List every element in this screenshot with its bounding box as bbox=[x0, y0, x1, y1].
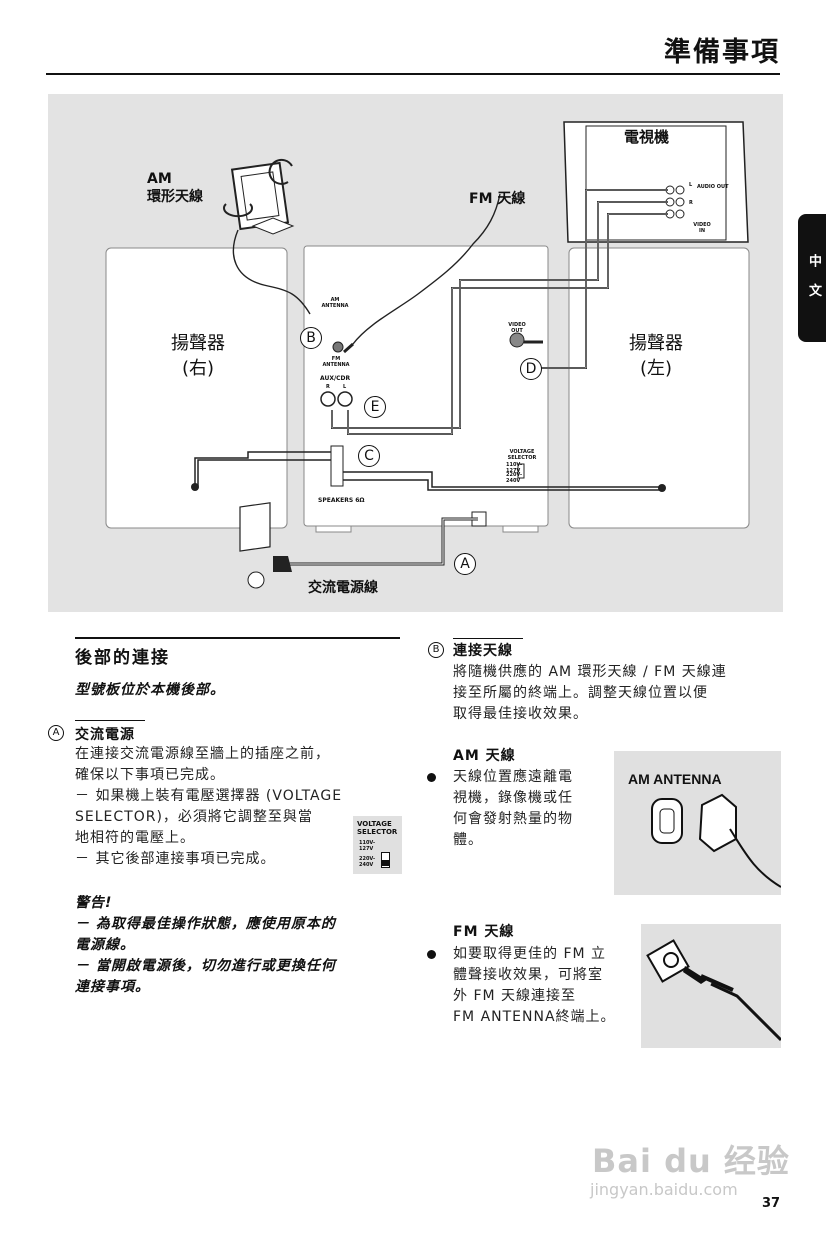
fm-inset-drawing bbox=[646, 939, 781, 1042]
b-title-rule bbox=[453, 638, 523, 639]
am-inset-drawing bbox=[651, 793, 781, 888]
section-rule bbox=[75, 637, 400, 639]
fm-bullet bbox=[427, 950, 436, 959]
am-text-line: 何會發射熱量的物 bbox=[453, 811, 573, 827]
warning-title: 警告! bbox=[75, 895, 113, 911]
fm-title: FM 天線 bbox=[453, 924, 515, 940]
a-text-line: － 如果機上裝有電壓選擇器 (VOLTAGE bbox=[75, 788, 343, 804]
fm-text: 如要取得更佳的 FM 立 體聲接收效果，可將室 外 FM 天線連接至 FM AN… bbox=[453, 944, 638, 1028]
b-text-line: 將隨機供應的 AM 環形天線 / FM 天線連 bbox=[453, 664, 727, 680]
ac-cord-label: 交流電源線 bbox=[308, 580, 378, 596]
am-text: 天線位置應遠離電 視機，錄像機或任 何會發射熱量的物 體。 bbox=[453, 767, 603, 851]
tv-video-in: VIDEO IN bbox=[693, 222, 711, 234]
marker-c: C bbox=[358, 445, 380, 467]
page-number: 37 bbox=[762, 1196, 781, 1211]
tv-audio-r: R bbox=[689, 200, 693, 206]
aux-l-label: L bbox=[343, 384, 347, 390]
watermark-url: jingyan.baidu.com bbox=[590, 1180, 738, 1199]
a-text-line: 在連接交流電源線至牆上的插座之前， bbox=[75, 746, 330, 762]
b-marker: B bbox=[428, 642, 444, 658]
marker-d: D bbox=[520, 358, 542, 380]
am-antenna-label-line2: 環形天線 bbox=[147, 189, 203, 205]
voltage-inset-220: 220V- 240V bbox=[359, 856, 376, 868]
a-text: 在連接交流電源線至牆上的插座之前， 確保以下事項已完成。 － 如果機上裝有電壓選… bbox=[75, 744, 395, 870]
voltage-switch bbox=[381, 852, 390, 868]
b-title: 連接天線 bbox=[453, 643, 513, 659]
b-text: 將隨機供應的 AM 環形天線 / FM 天線連 接至所屬的終端上。調整天線位置以… bbox=[453, 662, 783, 725]
speaker-left-name: 揚聲器 bbox=[629, 333, 683, 354]
page-title: 準備事項 bbox=[664, 37, 780, 68]
a-text-line: 確保以下事項已完成。 bbox=[75, 767, 225, 783]
warning-line: 電源線。 bbox=[75, 937, 135, 953]
tv-label: 電視機 bbox=[624, 128, 670, 146]
fm-text-line: 外 FM 天線連接至 bbox=[453, 988, 577, 1004]
am-text-line: 天線位置應遠離電 bbox=[453, 769, 573, 785]
a-text-line: 地相符的電壓上。 bbox=[75, 830, 195, 846]
speaker-left-side: (左) bbox=[639, 358, 673, 379]
am-text-line: 體。 bbox=[453, 832, 483, 848]
voltage-inset-110: 110V- 127V bbox=[359, 840, 376, 852]
voltage-selector-label: VOLTAGE SELECTOR bbox=[507, 449, 537, 461]
warning-line: － 為取得最佳操作狀態，應使用原本的 bbox=[75, 916, 336, 932]
aux-cdr-label: AUX/CDR bbox=[320, 375, 351, 382]
fm-text-line: 體聲接收效果，可將室 bbox=[453, 967, 603, 983]
a-title: 交流電源 bbox=[75, 727, 135, 743]
fm-text-line: 如要取得更佳的 FM 立 bbox=[453, 946, 607, 962]
warning-line: 連接事項。 bbox=[75, 979, 150, 995]
marker-b: B bbox=[300, 327, 322, 349]
fm-antenna-terminal-label: FM ANTENNA bbox=[322, 356, 350, 368]
fm-text-line: FM ANTENNA終端上。 bbox=[453, 1009, 616, 1025]
am-antenna-terminal-label: AM ANTENNA bbox=[321, 297, 349, 309]
speaker-right-name: 揚聲器 bbox=[171, 333, 225, 354]
title-rule bbox=[46, 73, 780, 75]
language-tab: 中 文 bbox=[798, 214, 826, 342]
voltage-selector-inset: VOLTAGE SELECTOR 110V- 127V 220V- 240V bbox=[353, 816, 402, 874]
tv-audio-l: L bbox=[689, 182, 693, 188]
voltage-110-label: 110V- 127V bbox=[506, 462, 523, 474]
warning-line: － 當開啟電源後，切勿進行或更換任何 bbox=[75, 958, 336, 974]
a-marker: A bbox=[48, 725, 64, 741]
speaker-left-label: 揚聲器 (左) bbox=[586, 331, 726, 381]
video-out-label: VIDEO OUT bbox=[508, 322, 526, 334]
speakers-label: SPEAKERS 6Ω bbox=[318, 497, 365, 504]
a-text-line: － 其它後部連接事項已完成。 bbox=[75, 851, 276, 867]
connection-diagram: AM 環形天線 FM 天線 電視機 AUDIO OUT L R VIDEO IN… bbox=[48, 94, 783, 612]
marker-e: E bbox=[364, 396, 386, 418]
b-text-line: 取得最佳接收效果。 bbox=[453, 706, 588, 722]
warning: 警告! － 為取得最佳操作狀態，應使用原本的 電源線。 － 當開啟電源後，切勿進… bbox=[75, 893, 405, 998]
type-plate-note: 型號板位於本機後部。 bbox=[75, 682, 225, 698]
am-bullet bbox=[427, 773, 436, 782]
aux-r-label: R bbox=[326, 384, 330, 390]
am-inset-label: AM ANTENNA bbox=[628, 771, 722, 787]
language-tab-label: 中 文 bbox=[806, 254, 821, 303]
b-text-line: 接至所屬的終端上。調整天線位置以便 bbox=[453, 685, 708, 701]
tv-outline bbox=[563, 121, 749, 243]
am-title: AM 天線 bbox=[453, 748, 516, 764]
am-text-line: 視機，錄像機或任 bbox=[453, 790, 573, 806]
am-antenna-label-line1: AM bbox=[147, 171, 172, 187]
a-text-line: SELECTOR)，必須將它調整至與當 bbox=[75, 809, 313, 825]
am-antenna-label: AM 環形天線 bbox=[147, 170, 203, 206]
tv-audio-out: AUDIO OUT bbox=[697, 184, 729, 190]
a-title-rule bbox=[75, 720, 145, 721]
section-title: 後部的連接 bbox=[75, 648, 170, 668]
voltage-inset-title: VOLTAGE SELECTOR bbox=[357, 820, 398, 836]
marker-a: A bbox=[454, 553, 476, 575]
fm-antenna-inset bbox=[641, 924, 781, 1048]
voltage-220-label: 220V- 240V bbox=[506, 472, 523, 484]
am-antenna-inset: AM ANTENNA bbox=[614, 751, 781, 895]
diagram-drawing bbox=[105, 121, 750, 589]
speaker-left-box bbox=[568, 247, 750, 529]
fm-antenna-label: FM 天線 bbox=[469, 191, 526, 207]
speaker-right-side: (右) bbox=[181, 358, 215, 379]
speaker-right-label: 揚聲器 (右) bbox=[128, 331, 268, 381]
watermark-brand: Bai du 经验 bbox=[592, 1142, 790, 1180]
